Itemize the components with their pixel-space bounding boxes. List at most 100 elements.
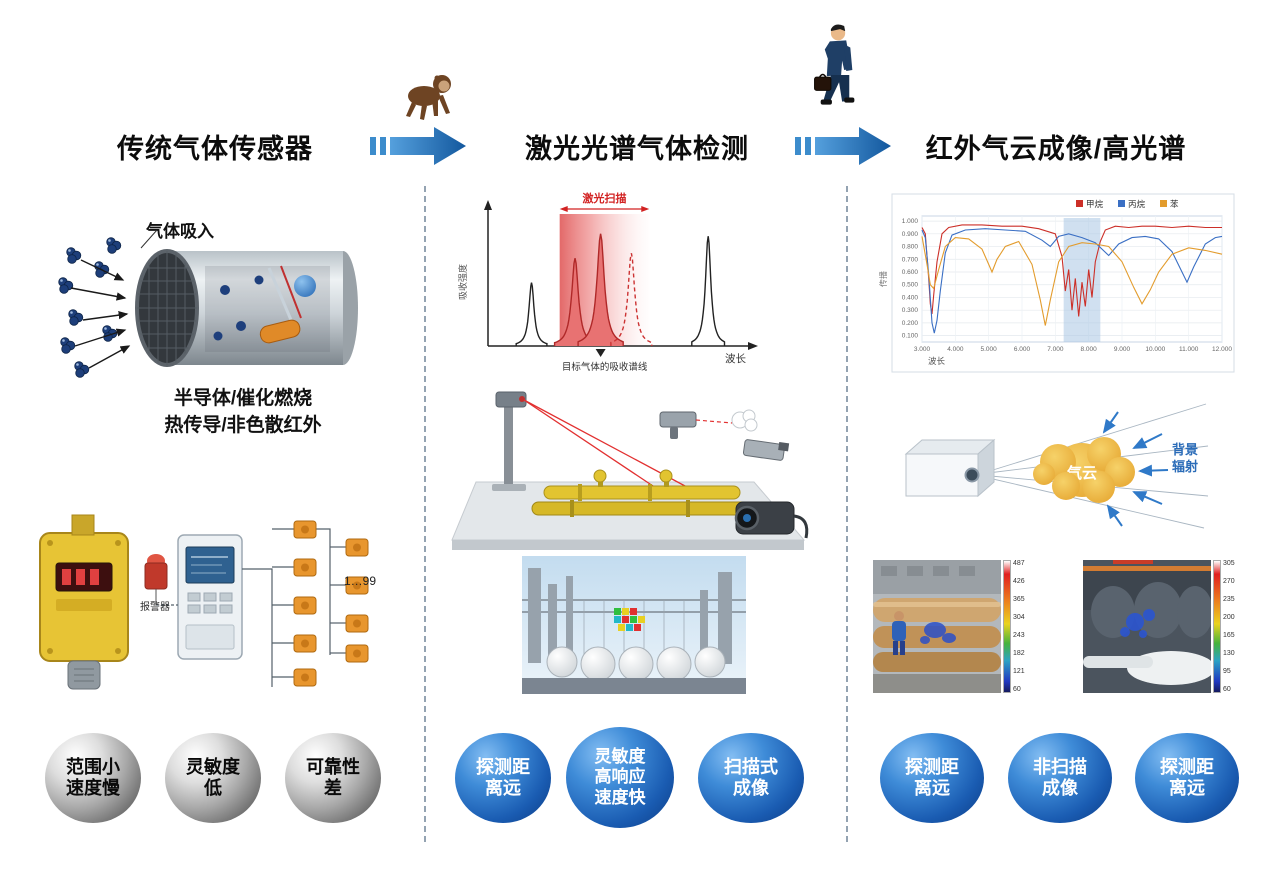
scale-tick: 121 (1013, 668, 1025, 675)
series-line (921, 228, 1223, 334)
scale-tick: 60 (1013, 686, 1021, 693)
block-arrow-right-icon (795, 127, 891, 165)
laser-detection-scene-illustration (451, 391, 809, 550)
drawback-bubble: 可靠性 差 (285, 733, 381, 823)
wiring (156, 528, 346, 687)
drawback-bubble: 范围小 速度慢 (45, 733, 141, 823)
absorption-peak (577, 233, 624, 346)
legend-swatch (1076, 200, 1083, 207)
legend-label: 苯 (1170, 199, 1179, 209)
scale-tick: 487 (1013, 560, 1025, 567)
y-tick: 0.300 (902, 307, 919, 314)
y-tick: 0.900 (902, 231, 919, 238)
x-tick: 12.000 (1212, 346, 1232, 353)
drawback-bubble: 灵敏度 低 (165, 733, 261, 823)
x-tick: 11.000 (1179, 346, 1199, 353)
x-tick: 3.000 (914, 346, 931, 353)
x-axis-label: 波长 (725, 352, 746, 365)
y-tick: 0.700 (902, 256, 919, 263)
sensor-cylinder (135, 249, 358, 367)
scale-tick: 165 (1223, 632, 1235, 639)
absorption-peak (610, 253, 653, 346)
advantage-bubble: 探测距 离远 (455, 733, 551, 823)
gas-overlay (920, 622, 956, 644)
scale-tick: 60 (1223, 686, 1231, 693)
x-tick: 9.000 (1114, 346, 1131, 353)
background-radiation-arrows (1102, 411, 1169, 527)
y-axis-label: 传播 (878, 271, 888, 287)
sensor-principle-text: 半导体/催化燃烧 热传导/非色散红外 (164, 388, 322, 436)
gas-cloud-imaging-illustration (904, 403, 1209, 529)
x-tick: 6.000 (1014, 346, 1031, 353)
detector-range-label: 1…99 (344, 574, 377, 588)
gas-detector-device (39, 514, 129, 690)
ir-camera (734, 501, 809, 539)
absorption-peak (515, 282, 548, 346)
background-radiation-label: 背景 辐射 (1172, 442, 1199, 474)
scale-tick: 305 (1223, 560, 1235, 567)
column-title-traditional: 传统气体传感器 (117, 134, 313, 164)
worker (892, 611, 906, 655)
traditional-sensor-illustration (58, 229, 358, 378)
thermal-scene-pipes (873, 560, 1001, 693)
x-tick: 8.000 (1081, 346, 1098, 353)
gas-overlay (1120, 609, 1155, 638)
thermal-scene-tanks (1083, 560, 1211, 693)
y-tick: 0.800 (902, 244, 919, 251)
advantage-bubble: 探测距 离远 (880, 733, 984, 823)
gas-intake-label: 气体吸入 (146, 222, 214, 241)
scale-tick: 95 (1223, 668, 1231, 675)
x-tick: 5.000 (981, 346, 998, 353)
legend-swatch (1160, 200, 1167, 207)
advantage-bubble: 扫描式 成像 (698, 733, 804, 823)
gas-cloud-label: 气云 (1066, 465, 1097, 482)
imager-device (904, 438, 996, 498)
gas-flow-arrows (70, 259, 131, 369)
alarm-device (144, 554, 168, 605)
scale-tick: 235 (1223, 596, 1235, 603)
gas-pipes (531, 469, 749, 517)
scale-tick: 365 (1013, 596, 1025, 603)
absorption-peak (691, 236, 726, 346)
y-tick: 0.200 (902, 320, 919, 327)
series-line (921, 236, 1223, 326)
advantage-bubble: 灵敏度 高响应 速度快 (566, 727, 674, 828)
y-tick: 1.000 (902, 218, 919, 225)
scan-label: 激光扫描 (582, 191, 626, 205)
remote-detectors (293, 520, 369, 687)
scale-tick: 243 (1013, 632, 1025, 639)
scale-tick: 304 (1013, 614, 1025, 621)
legend-label: 甲烷 (1086, 199, 1104, 209)
laser-emitter-tower (492, 391, 527, 491)
chimpanzee-icon (406, 75, 451, 120)
advantage-bubble: 探测距 离远 (1135, 733, 1239, 823)
businessman-icon (814, 24, 855, 105)
scale-tick: 270 (1223, 578, 1235, 585)
y-tick: 0.100 (902, 333, 919, 340)
gas-cloud (1033, 437, 1135, 503)
legend-swatch (1118, 200, 1125, 207)
target-line-marker (595, 349, 606, 357)
alarm-label: 报警器 (140, 602, 170, 613)
handheld-detector (659, 409, 758, 439)
column-title-laser: 激光光谱气体检测 (525, 134, 749, 164)
scale-tick: 182 (1013, 650, 1025, 657)
x-tick: 7.000 (1047, 346, 1064, 353)
storage-spheres (546, 646, 726, 682)
x-axis-label: 波长 (928, 356, 946, 366)
transmittance-chart: 1.0000.9000.8000.7000.6000.5000.4000.300… (878, 193, 1235, 373)
gas-detection-overlay (614, 608, 645, 631)
gas-molecules (58, 237, 122, 378)
column-title-infrared: 红外气云成像/高光谱 (925, 134, 1187, 164)
y-tick: 0.400 (902, 294, 919, 301)
x-tick: 10.000 (1145, 346, 1165, 353)
series-line (921, 224, 1222, 317)
y-tick: 0.600 (902, 269, 919, 276)
column-divider (846, 186, 848, 842)
axis-note: 目标气体的吸收谱线 (562, 361, 648, 373)
